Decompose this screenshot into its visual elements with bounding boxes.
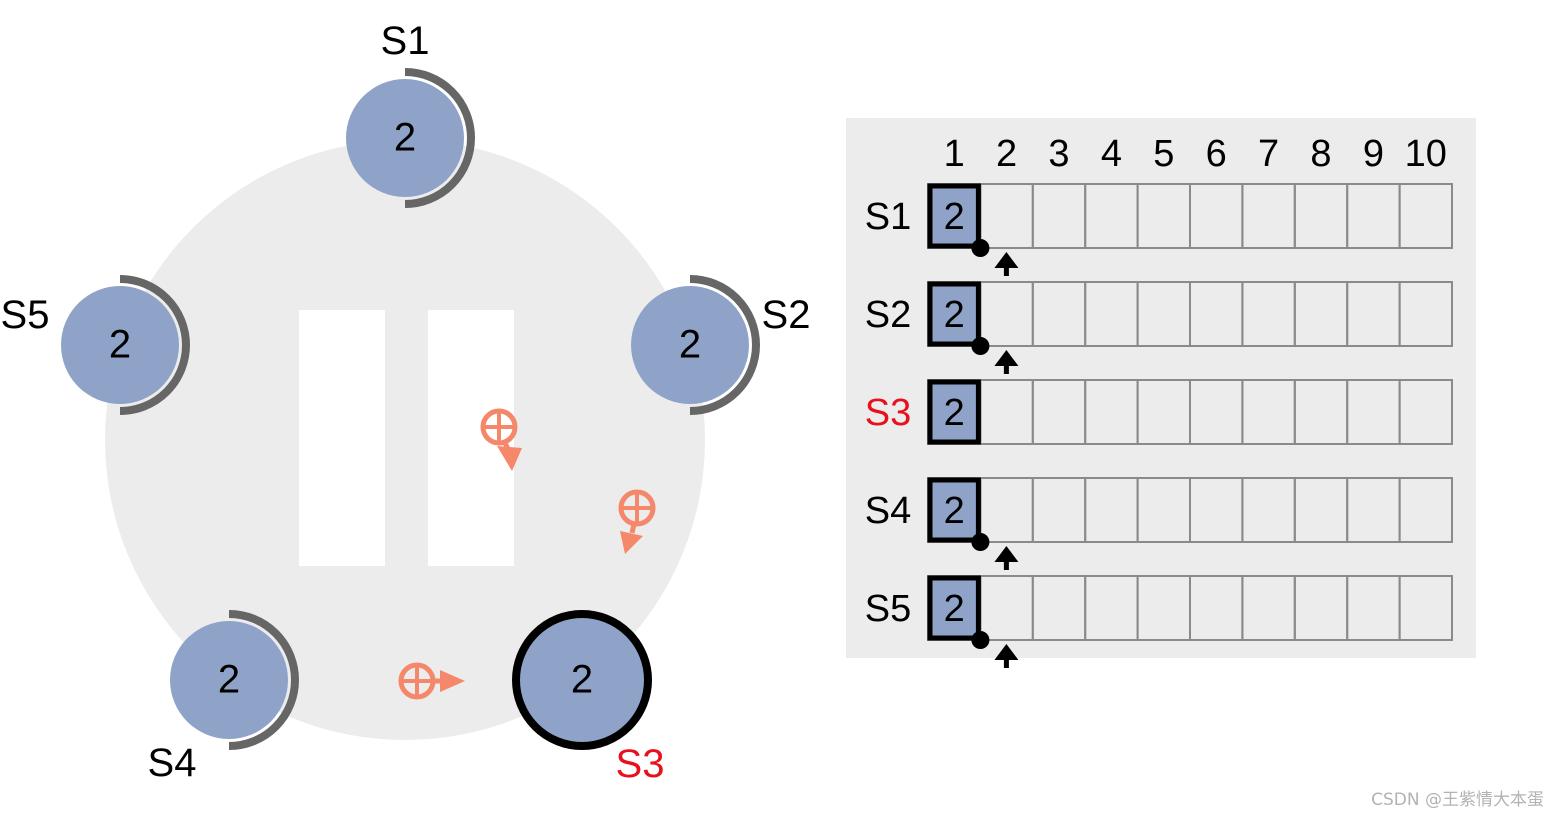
next-index-arrow-icon xyxy=(994,644,1019,660)
log-cell xyxy=(1398,183,1453,249)
heartbeat-message-icon xyxy=(480,408,522,471)
node-s3-leader[interactable]: 2 S3 xyxy=(512,610,665,786)
pause-bar-left xyxy=(299,310,385,566)
log-entry-term: 2 xyxy=(944,490,965,532)
log-row-label: S2 xyxy=(865,294,911,336)
node-term: 2 xyxy=(679,323,701,367)
log-cell xyxy=(1398,477,1453,543)
leader-ring xyxy=(512,610,652,750)
node-label: S3 xyxy=(616,742,665,786)
node-circle xyxy=(346,79,464,197)
log-row-label: S3 xyxy=(865,392,911,434)
node-circle xyxy=(170,621,288,739)
commit-index-dot xyxy=(971,631,990,649)
log-entry xyxy=(927,281,981,347)
log-cell xyxy=(1398,575,1453,641)
log-cell xyxy=(1398,379,1453,445)
node-term: 2 xyxy=(109,323,131,367)
log-row-s2: S2 2 xyxy=(865,281,1453,374)
node-s4[interactable]: 2 S4 xyxy=(148,610,299,785)
column-index: 5 xyxy=(1153,133,1174,175)
next-index-arrow-icon xyxy=(994,546,1019,562)
heartbeat-message-icon xyxy=(398,662,465,700)
log-cell xyxy=(1398,281,1453,347)
commit-index-dot xyxy=(971,337,990,355)
next-index-arrow-stem xyxy=(1003,558,1009,570)
log-entry xyxy=(927,183,981,249)
node-s2[interactable]: 2 S2 xyxy=(631,275,811,415)
node-circle xyxy=(518,616,646,744)
log-row-label: S5 xyxy=(865,588,911,630)
pause-icon[interactable] xyxy=(299,310,514,566)
log-entry xyxy=(927,575,981,641)
node-label: S5 xyxy=(1,293,50,337)
log-row-label: S1 xyxy=(865,196,911,238)
commit-index-dot xyxy=(971,533,990,551)
timeout-ring xyxy=(228,610,299,750)
log-entry xyxy=(927,477,981,543)
next-index-arrow-stem xyxy=(1003,656,1009,668)
log-row-s4: S4 2 xyxy=(865,477,1453,570)
pause-bar-right xyxy=(428,310,514,566)
column-index: 2 xyxy=(996,133,1017,175)
next-index-arrow-stem xyxy=(1003,264,1009,276)
log-row-label: S4 xyxy=(865,490,911,532)
log-entry-term: 2 xyxy=(944,588,965,630)
cluster-background xyxy=(105,140,705,740)
timeout-ring xyxy=(404,68,475,208)
node-label: S2 xyxy=(762,293,811,337)
column-index: 10 xyxy=(1405,133,1447,175)
column-index: 1 xyxy=(944,133,965,175)
column-index: 8 xyxy=(1310,133,1331,175)
column-index: 4 xyxy=(1101,133,1122,175)
next-index-arrow-icon xyxy=(994,252,1019,268)
node-s1[interactable]: 2 S1 xyxy=(346,19,475,208)
next-index-arrow-icon xyxy=(994,350,1019,366)
watermark: CSDN @王紫情大本蛋 xyxy=(1371,790,1544,810)
node-label: S4 xyxy=(148,741,197,785)
timeout-ring xyxy=(119,275,190,415)
node-s5[interactable]: 2 S5 xyxy=(1,275,190,415)
node-term: 2 xyxy=(394,116,416,160)
timeout-ring xyxy=(689,275,760,415)
log-entry-term: 2 xyxy=(944,294,965,336)
node-circle xyxy=(61,286,179,404)
node-term: 2 xyxy=(571,658,593,702)
column-index: 7 xyxy=(1258,133,1279,175)
cluster-view: 2 S1 2 S2 2 S3 2 S4 2 S5 xyxy=(1,19,811,786)
log-entry-term: 2 xyxy=(944,392,965,434)
next-index-arrow-stem xyxy=(1003,362,1009,374)
messages xyxy=(398,408,656,700)
column-index: 3 xyxy=(1048,133,1069,175)
node-label: S1 xyxy=(381,19,430,63)
log-row-s1: S1 2 xyxy=(865,183,1453,276)
log-row-s3: S3 2 xyxy=(865,379,1453,445)
column-index: 9 xyxy=(1363,133,1384,175)
log-entry-term: 2 xyxy=(944,196,965,238)
log-row-s5: S5 2 xyxy=(865,575,1453,668)
node-term: 2 xyxy=(218,658,240,702)
commit-index-dot xyxy=(971,239,990,257)
node-circle xyxy=(631,286,749,404)
log-entry xyxy=(927,379,981,445)
column-index: 6 xyxy=(1206,133,1227,175)
heartbeat-message-icon xyxy=(618,489,656,554)
